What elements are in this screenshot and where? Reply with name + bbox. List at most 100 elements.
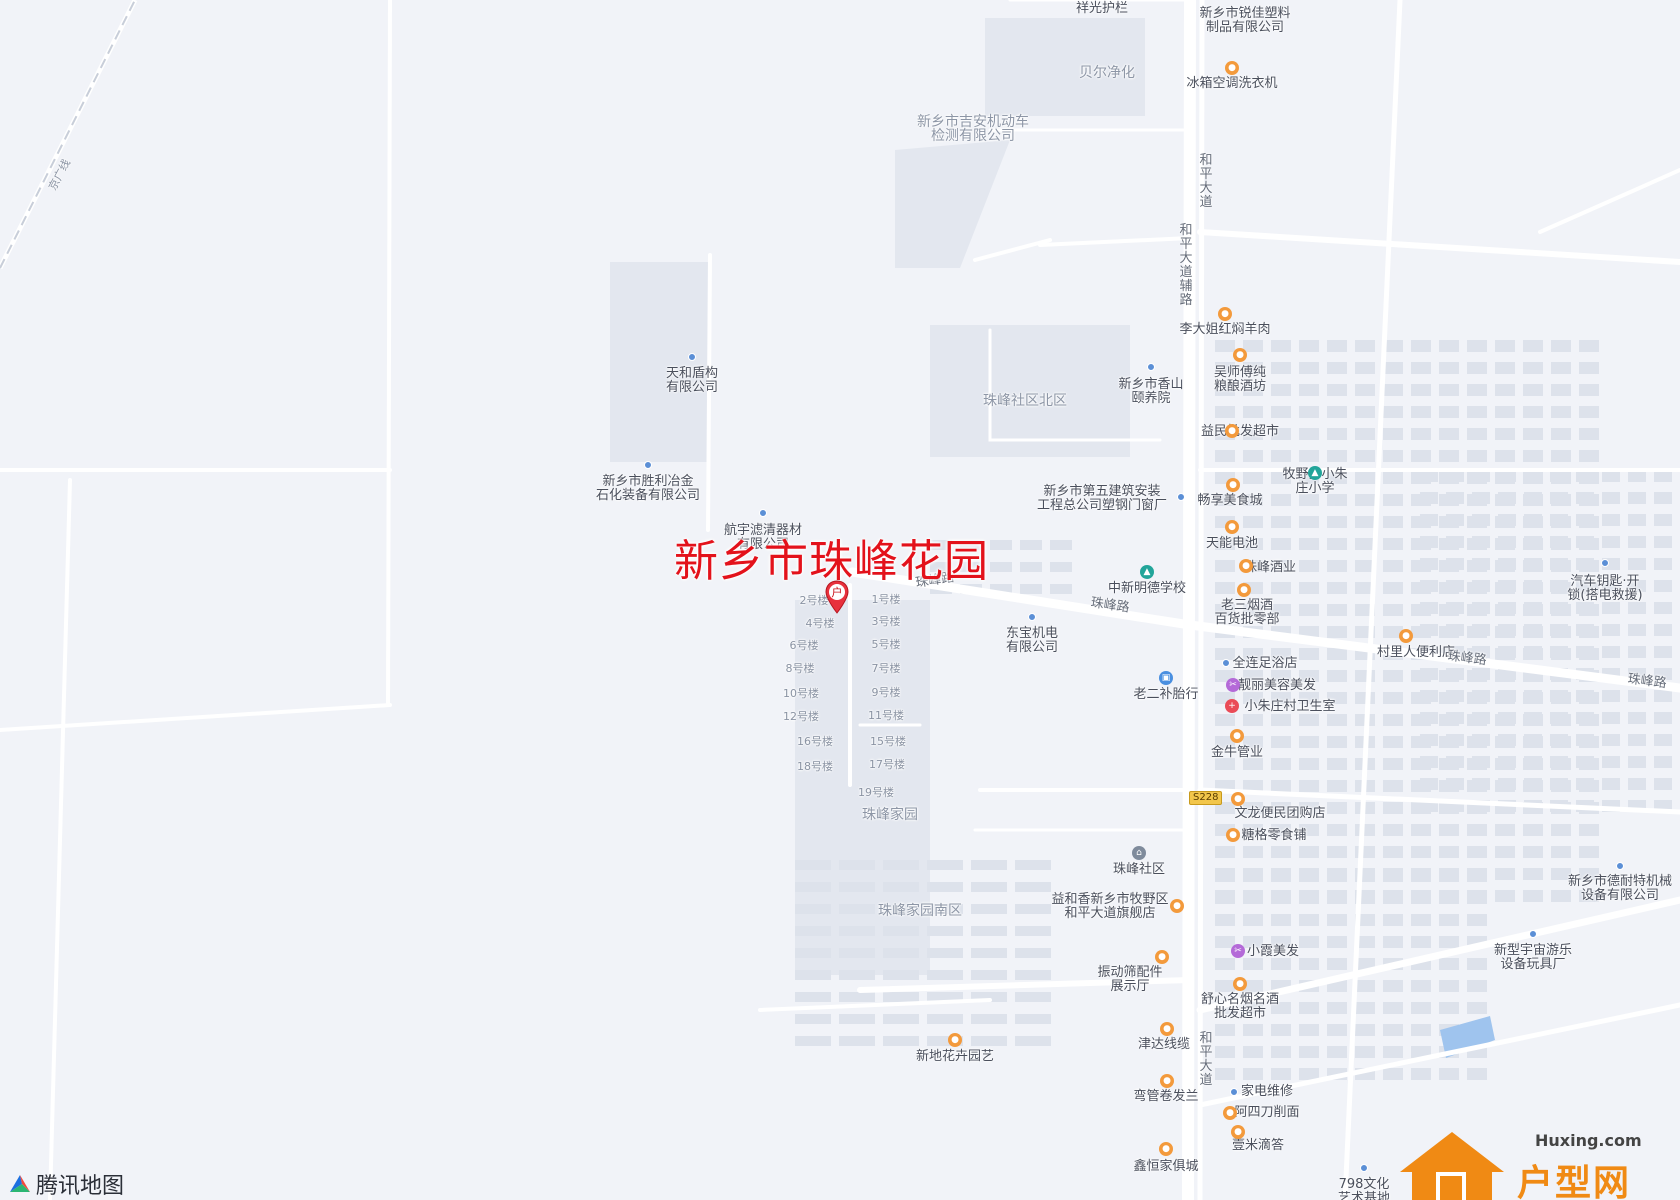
poi-orange-icon: ●: [1159, 1142, 1173, 1156]
poi-dot-icon: [688, 353, 696, 361]
building-label-b1: 1号楼: [871, 593, 901, 606]
poi-dot-icon: [759, 509, 767, 517]
poi-orange-icon: ●: [1225, 61, 1239, 75]
poi-dot-icon: [1230, 1088, 1238, 1096]
poi-dot-icon: [644, 461, 652, 469]
poi-grey-icon: ⌂: [1132, 846, 1146, 860]
location-pin-icon[interactable]: 户: [824, 580, 850, 614]
poi-label-qiche[interactable]: 汽车钥匙·开 锁(搭电救援): [1567, 574, 1643, 603]
poi-label-shengli[interactable]: 新乡市胜利冶金 石化装备有限公司: [595, 474, 701, 503]
poi-dot-icon: [1222, 659, 1230, 667]
poi-label-xinxing[interactable]: 新型宇宙游乐 设备玩具厂: [1493, 943, 1573, 972]
watermark-url: Huxing.com: [1535, 1131, 1642, 1150]
poi-label-hangyu[interactable]: 航宇滤清器材 有限公司: [723, 523, 803, 552]
poi-label-quanlian[interactable]: 全连足浴店: [1232, 656, 1298, 671]
poi-label-liliimei[interactable]: 靓丽美容美发: [1237, 678, 1317, 693]
poi-label-wenlong[interactable]: 文龙便民团购店: [1234, 806, 1326, 821]
building-label-b15: 15号楼: [870, 735, 906, 748]
poi-label-asidao[interactable]: 阿四刀削面: [1234, 1105, 1300, 1120]
poi-label-deaite[interactable]: 新乡市德耐特机械 设备有限公司: [1567, 874, 1673, 903]
poi-orange-icon: ●: [1237, 583, 1251, 597]
poi-label-shuxin[interactable]: 舒心名烟名酒 批发超市: [1200, 992, 1280, 1021]
area-label-south: 珠峰家园南区: [878, 903, 962, 919]
poi-label-xiangguang[interactable]: 祥光护栏: [1075, 1, 1129, 16]
poi-orange-icon: ●: [1226, 828, 1240, 842]
poi-label-xinheng[interactable]: 鑫恒家俱城: [1133, 1159, 1199, 1174]
poi-label-jiadian[interactable]: 家电维修: [1240, 1084, 1294, 1099]
poi-label-cunli[interactable]: 村里人便利店: [1376, 645, 1456, 660]
poi-label-yimin[interactable]: 益民批发超市: [1200, 424, 1280, 439]
poi-dot-icon: [1616, 862, 1624, 870]
tencent-map-logo[interactable]: 腾讯地图: [8, 1168, 124, 1200]
building-label-b10: 10号楼: [783, 687, 819, 700]
area-label-jiayuan: 珠峰家园: [862, 807, 918, 823]
building-label-b6: 6号楼: [789, 639, 819, 652]
building-label-b7: 7号楼: [871, 662, 901, 675]
poi-label-wanguan[interactable]: 弯管卷发兰: [1133, 1089, 1199, 1104]
poi-orange-icon: ●: [1155, 950, 1169, 964]
poi-orange-icon: ●: [948, 1033, 962, 1047]
building-label-b8: 8号楼: [785, 662, 815, 675]
poi-dot-icon: [1601, 559, 1609, 567]
poi-label-diwujian[interactable]: 新乡市第五建筑安装 工程总公司塑钢门窗厂: [1036, 484, 1168, 513]
poi-label-changxiang[interactable]: 畅享美食城: [1197, 493, 1263, 508]
attribution-text: 腾讯地图: [36, 1174, 125, 1199]
poi-label-ruijia[interactable]: 新乡市锐佳塑料 制品有限公司: [1199, 6, 1291, 35]
poi-label-zhufeng_jiuye[interactable]: 珠峰酒业: [1243, 560, 1297, 575]
road-label-heping-fulu: 和平大道辅路: [1179, 223, 1193, 308]
area-label-north: 珠峰社区北区: [983, 393, 1067, 409]
area-label-beier: 贝尔净化: [1079, 65, 1135, 81]
poi-red-icon: +: [1225, 699, 1239, 713]
poi-orange-icon: ●: [1160, 1074, 1174, 1088]
poi-label-shequ[interactable]: 珠峰社区: [1112, 862, 1166, 877]
poi-dot-icon: [1360, 1164, 1368, 1172]
poi-label-jinda[interactable]: 津达线缆: [1137, 1037, 1191, 1052]
poi-orange-icon: ●: [1233, 348, 1247, 362]
poi-label-weishengshi[interactable]: 小朱庄村卫生室: [1244, 699, 1336, 714]
poi-label-wenhua798[interactable]: 798文化 艺术基地: [1337, 1177, 1391, 1200]
poi-label-bingxiang[interactable]: 冰箱空调洗衣机: [1186, 76, 1278, 91]
building-label-b5: 5号楼: [871, 638, 901, 651]
watermark-name: 户型网: [1517, 1163, 1632, 1200]
poi-label-dongbao[interactable]: 东宝机电 有限公司: [1005, 626, 1059, 655]
tencent-map-icon: [10, 1175, 30, 1192]
building-label-b2: 2号楼: [799, 594, 829, 607]
poi-teal-icon: ▲: [1308, 466, 1322, 480]
road-label-heping-upper: 和平大道: [1199, 153, 1213, 210]
poi-label-tangge[interactable]: 糖格零食铺: [1241, 828, 1307, 843]
poi-orange-icon: ●: [1239, 559, 1253, 573]
poi-label-laosan[interactable]: 老三烟酒 百货批零部: [1214, 598, 1280, 627]
poi-label-laoer[interactable]: 老二补胎行: [1133, 687, 1199, 702]
building-label-b17: 17号楼: [869, 758, 905, 771]
poi-dot-icon: [1529, 930, 1537, 938]
poi-label-tianneng[interactable]: 天能电池: [1205, 536, 1259, 551]
poi-teal-icon: ▲: [1140, 565, 1154, 579]
poi-orange-icon: ●: [1230, 729, 1244, 743]
building-label-b3: 3号楼: [871, 615, 901, 628]
marker-glyph: 户: [832, 585, 843, 599]
poi-label-xindi[interactable]: 新地花卉园艺: [915, 1049, 995, 1064]
poi-orange-icon: ●: [1223, 1106, 1237, 1120]
poi-orange-icon: ●: [1170, 899, 1184, 913]
poi-label-yihexiang[interactable]: 益和香新乡市牧野区 和平大道旗舰店: [1051, 892, 1169, 921]
poi-label-jinniu[interactable]: 金牛管业: [1210, 745, 1264, 760]
poi-label-xiangshan[interactable]: 新乡市香山 颐养院: [1118, 377, 1184, 406]
poi-label-wushifu[interactable]: 吴师傅纯 粮酿酒坊: [1213, 365, 1267, 394]
poi-label-yimi[interactable]: 壹米滴答: [1231, 1138, 1285, 1153]
water-body: [1440, 1016, 1495, 1058]
poi-orange-icon: ●: [1225, 424, 1239, 438]
poi-orange-icon: ●: [1225, 520, 1239, 534]
poi-label-zhongxin[interactable]: 中新明德学校: [1107, 581, 1187, 596]
poi-label-zhendong[interactable]: 振动筛配件 展示厅: [1097, 965, 1163, 994]
poi-label-tianhe[interactable]: 天和盾构 有限公司: [665, 366, 719, 395]
map-title: 新乡市珠峰花园: [674, 536, 989, 587]
poi-label-xiaoxiao[interactable]: 小霞美发: [1246, 944, 1300, 959]
poi-label-lidajie[interactable]: 李大姐红焖羊肉: [1179, 322, 1271, 337]
route-shield-s228: S228: [1189, 791, 1223, 805]
poi-orange-icon: ●: [1231, 792, 1245, 806]
building-label-b18: 18号楼: [797, 760, 833, 773]
building-label-b19: 19号楼: [858, 786, 894, 799]
poi-dot-icon: [1028, 613, 1036, 621]
